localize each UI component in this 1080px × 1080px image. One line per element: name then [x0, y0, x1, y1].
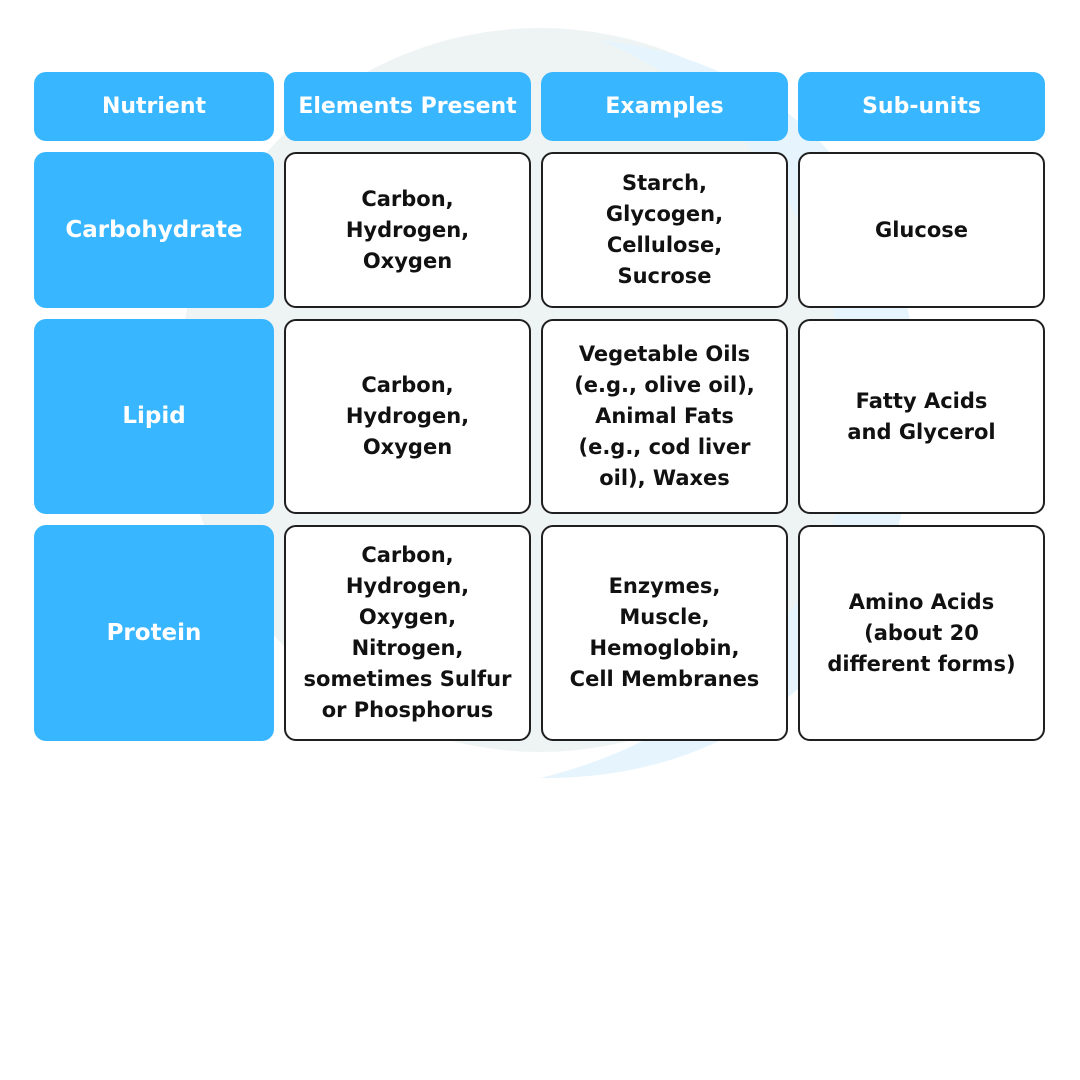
nutrient-label: Carbohydrate [65, 216, 243, 243]
elements-text: Carbon, Hydrogen, Oxygen, Nitrogen, some… [303, 543, 512, 722]
row-header-carbohydrate: Carbohydrate [34, 152, 274, 308]
carbohydrate-examples-cell: Starch, Glycogen, Cellulose, Sucrose [541, 152, 788, 308]
nutrient-label: Lipid [122, 403, 186, 429]
row-header-protein: Protein [34, 525, 274, 741]
lipid-subunits-cell: Fatty Acids and Glycerol [798, 319, 1045, 514]
header-sub-units-label: Sub-units [862, 94, 981, 119]
carbohydrate-elements-cell: Carbon, Hydrogen, Oxygen [284, 152, 531, 308]
carbohydrate-subunits-cell: Glucose [798, 152, 1045, 308]
row-header-lipid: Lipid [34, 319, 274, 514]
header-examples: Examples [541, 72, 788, 141]
lipid-elements-cell: Carbon, Hydrogen, Oxygen [284, 319, 531, 514]
header-nutrient-label: Nutrient [101, 94, 207, 119]
header-examples-label: Examples [605, 94, 724, 119]
protein-examples-cell: Enzymes, Muscle, Hemoglobin, Cell Membra… [541, 525, 788, 741]
protein-elements-cell: Carbon, Hydrogen, Oxygen, Nitrogen, some… [284, 525, 531, 741]
examples-text: Vegetable Oils (e.g., olive oil), Animal… [574, 342, 755, 490]
header-elements-present: Elements Present [284, 72, 531, 141]
elements-text: Carbon, Hydrogen, Oxygen [345, 373, 470, 459]
subunits-text: Glucose [874, 217, 968, 242]
header-elements-present-label: Elements Present [298, 94, 517, 119]
lipid-examples-cell: Vegetable Oils (e.g., olive oil), Animal… [541, 319, 788, 514]
header-nutrient: Nutrient [34, 72, 274, 141]
nutrient-label: Protein [106, 619, 202, 646]
examples-text: Starch, Glycogen, Cellulose, Sucrose [605, 171, 724, 288]
nutrient-table: Nutrient Elements Present Examples Sub-u… [34, 72, 1045, 741]
header-sub-units: Sub-units [798, 72, 1045, 141]
subunits-text: Fatty Acids and Glycerol [847, 388, 996, 444]
examples-text: Enzymes, Muscle, Hemoglobin, Cell Membra… [569, 574, 760, 691]
protein-subunits-cell: Amino Acids (about 20 different forms) [798, 525, 1045, 741]
subunits-text: Amino Acids (about 20 different forms) [827, 589, 1016, 676]
elements-text: Carbon, Hydrogen, Oxygen [345, 186, 470, 273]
